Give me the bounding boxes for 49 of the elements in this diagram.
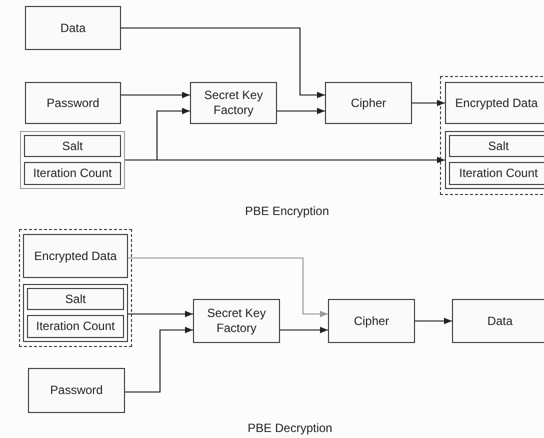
group-box [445,131,544,189]
box-label: Password [46,96,100,110]
box-label: Cipher [350,96,388,110]
box-label: Secret Key Factory [203,88,264,118]
process-box [25,82,121,124]
box-label: Encrypted Data [33,248,118,264]
box-label: Salt [487,138,510,154]
box-label: Data [59,20,87,36]
process-box [23,234,128,278]
arrow [125,156,445,164]
process-box [328,299,415,343]
box-label: Salt [64,292,87,306]
group-box [23,284,128,342]
process-box [325,82,412,124]
process-box [449,162,544,185]
box-label: Encrypted Data [454,96,539,110]
process-box [27,315,124,338]
process-box [452,299,544,343]
arrow [280,326,328,334]
arrow [412,100,445,106]
box-label: Iteration Count [35,319,116,334]
arrow [277,108,325,114]
dashed-group-frame [19,229,132,347]
box-label: Secret Key Factory [206,306,267,336]
diagram-caption: PBE Decryption [248,420,332,437]
arrow [415,318,452,324]
process-box [24,162,121,185]
arrow [121,92,190,98]
process-box [190,82,277,124]
process-box [193,299,280,343]
box-label: Cipher [352,314,390,328]
process-box [27,288,124,310]
process-box [449,135,544,157]
diagram-caption: PBE Encryption [244,203,330,220]
process-box [25,6,121,50]
arrow [128,257,328,318]
group-box [20,131,125,189]
arrow [121,27,325,98]
process-box [445,82,544,124]
box-label: Data [486,314,514,328]
box-label: Password [49,383,104,398]
arrow [125,326,193,393]
process-box [24,135,121,157]
dashed-group-frame [440,76,544,195]
process-box [28,368,125,413]
box-label: Iteration Count [458,166,539,181]
box-label: Salt [61,138,84,154]
arrow [128,310,193,318]
box-label: Iteration Count [32,166,113,181]
